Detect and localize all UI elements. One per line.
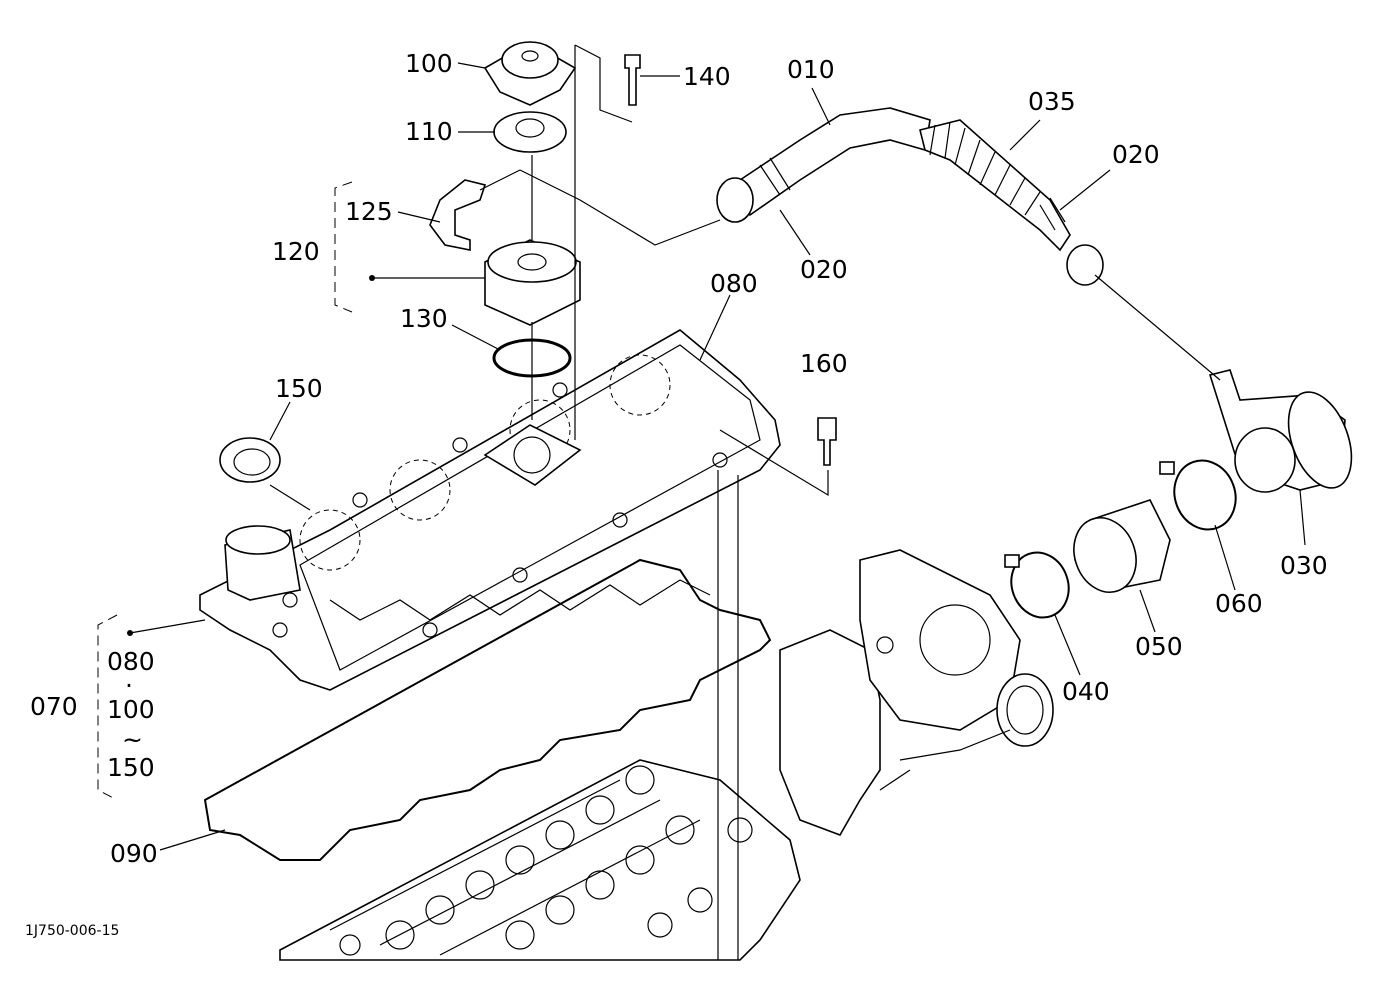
label-100: 100 bbox=[405, 49, 453, 78]
label-020-right: 020 bbox=[1112, 140, 1160, 169]
label-080: 080 bbox=[710, 269, 758, 298]
label-050: 050 bbox=[1135, 632, 1183, 661]
turbocharger bbox=[779, 549, 1054, 836]
rocker-cover bbox=[199, 329, 781, 691]
label-060: 060 bbox=[1215, 589, 1263, 618]
leader-lines bbox=[129, 44, 1306, 960]
label-030: 030 bbox=[1280, 551, 1328, 580]
oil-filler-cap bbox=[219, 437, 281, 483]
label-125: 125 bbox=[345, 197, 393, 226]
label-160: 160 bbox=[800, 349, 848, 378]
breather-elbow bbox=[429, 179, 487, 251]
label-020-left: 020 bbox=[800, 255, 848, 284]
bracket-120 bbox=[334, 181, 353, 313]
rubber-hose-050 bbox=[1073, 499, 1171, 593]
corrugated-hose bbox=[919, 119, 1104, 286]
set-070-line1: 080 bbox=[107, 647, 155, 676]
inlet-pipe bbox=[1208, 369, 1353, 493]
drawing-code: 1J750-006-15 bbox=[25, 923, 119, 939]
label-070: 070 bbox=[30, 692, 78, 721]
bolt-160 bbox=[817, 417, 837, 466]
breather-body bbox=[484, 239, 581, 326]
breather-hose bbox=[716, 107, 931, 223]
label-035: 035 bbox=[1028, 87, 1076, 116]
label-150: 150 bbox=[275, 374, 323, 403]
set-070-line3: 150 bbox=[107, 753, 155, 782]
label-090: 090 bbox=[110, 839, 158, 868]
label-130: 130 bbox=[400, 304, 448, 333]
hose-clamp-060 bbox=[1159, 459, 1237, 531]
cylinder-head bbox=[279, 759, 801, 961]
set-070-separator: · bbox=[125, 671, 133, 700]
set-070-line2: 100 bbox=[107, 695, 155, 724]
set-070-tilde: ~ bbox=[122, 725, 143, 754]
breather-plate bbox=[493, 111, 567, 153]
set-dot-120 bbox=[369, 275, 375, 281]
label-140: 140 bbox=[683, 62, 731, 91]
bracket-070 bbox=[97, 614, 118, 801]
label-110: 110 bbox=[405, 117, 453, 146]
bolt-140 bbox=[624, 54, 641, 106]
hose-clamp-040 bbox=[1004, 551, 1070, 619]
label-010: 010 bbox=[787, 55, 835, 84]
rocker-cover-gasket bbox=[203, 558, 772, 861]
label-040: 040 bbox=[1062, 677, 1110, 706]
breather-cover bbox=[483, 41, 577, 106]
set-dot-070 bbox=[127, 630, 133, 636]
label-120: 120 bbox=[272, 237, 320, 266]
